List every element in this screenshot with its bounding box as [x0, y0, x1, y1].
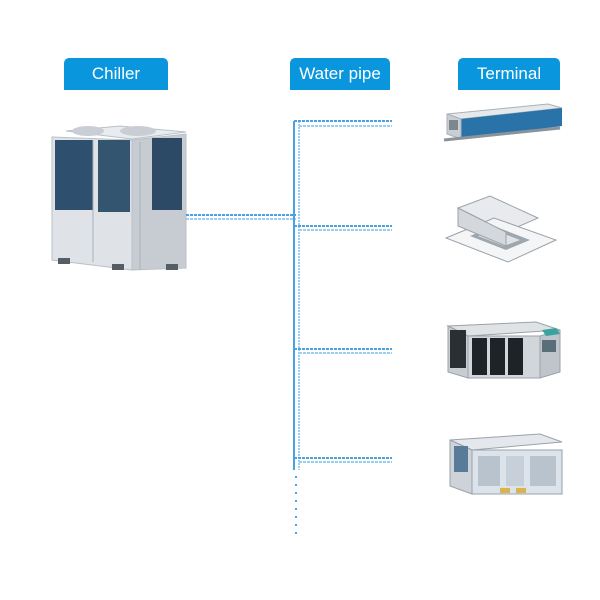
air-handling-unit-icon	[446, 321, 561, 379]
rooftop-ahu-icon	[449, 433, 563, 495]
cassette-unit-icon	[444, 195, 558, 263]
ducted-fan-coil-icon	[443, 103, 563, 142]
water-pipe-label: Water pipe	[290, 58, 390, 90]
water-pipe	[186, 120, 392, 536]
chiller-label: Chiller	[64, 58, 168, 90]
terminal-label: Terminal	[458, 58, 560, 90]
chiller-unit-icon	[51, 125, 187, 271]
